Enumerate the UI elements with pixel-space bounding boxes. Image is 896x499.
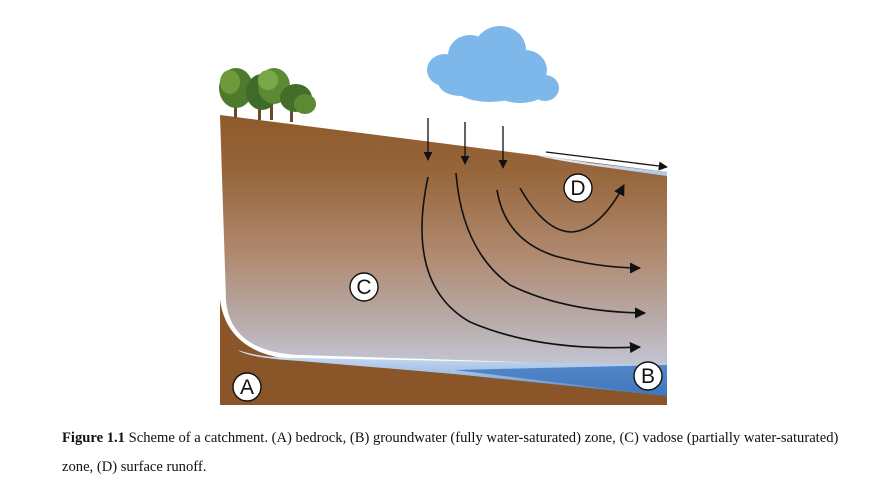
catchment-diagram: D C B A — [219, 26, 668, 405]
label-b: B — [633, 361, 663, 391]
surface-runoff-arrow — [545, 151, 668, 171]
svg-text:B: B — [641, 365, 655, 388]
groundwater-body — [455, 365, 667, 396]
bedrock-layer — [220, 300, 667, 405]
trees-icon — [219, 68, 316, 122]
cloud-icon — [427, 26, 559, 103]
figure-caption-text: Scheme of a catchment. (A) bedrock, (B) … — [62, 430, 839, 475]
flow-arrow-shallow — [496, 189, 642, 274]
label-a: A — [232, 372, 262, 402]
figure-caption: Figure 1.1 Scheme of a catchment. (A) be… — [62, 424, 862, 482]
label-c: C — [349, 272, 379, 302]
flow-arrow-deep — [421, 176, 642, 354]
subsurface-flow-arrows — [421, 172, 647, 354]
svg-text:C: C — [356, 276, 371, 299]
precipitation-arrows — [423, 118, 508, 169]
figure-label: Figure 1.1 — [62, 430, 125, 446]
flow-arrow-runoff — [519, 184, 625, 233]
flow-arrow-mid — [455, 172, 647, 319]
groundwater-zone — [238, 350, 667, 396]
svg-text:A: A — [240, 376, 254, 399]
surface-runoff-water — [538, 156, 667, 176]
svg-text:D: D — [570, 177, 585, 200]
label-d: D — [563, 173, 593, 203]
vadose-zone — [220, 115, 667, 370]
